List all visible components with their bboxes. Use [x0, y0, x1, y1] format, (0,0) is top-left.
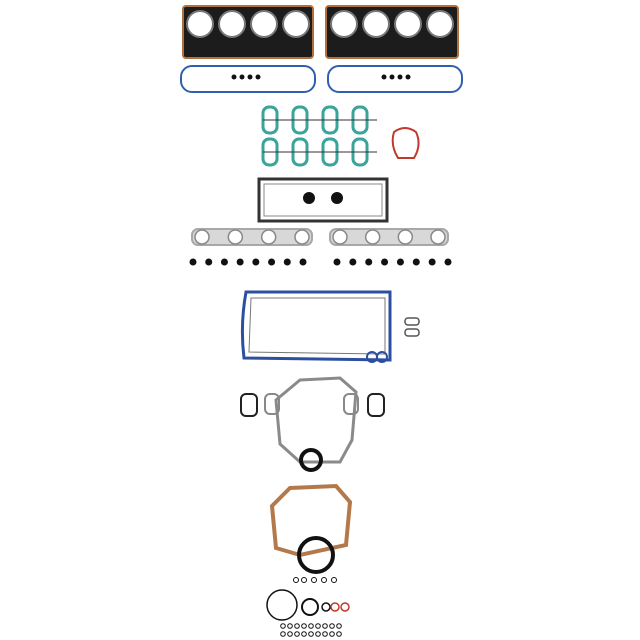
head-gasket-left: [182, 5, 314, 59]
small-o-ring: [315, 623, 321, 629]
small-o-ring: [301, 631, 307, 637]
small-o-ring: [301, 623, 307, 629]
bolt-seal: [268, 258, 276, 266]
o-ring-assortment: [266, 577, 350, 621]
bolt-seal: [396, 258, 404, 266]
rear-main-cover-gasket: [269, 483, 353, 574]
exhaust-gasket: [191, 228, 313, 246]
bolt-seal: [283, 258, 291, 266]
small-o-ring: [329, 631, 335, 637]
exhaust-port: [260, 229, 277, 245]
valley-cover-gasket: [257, 177, 389, 223]
bolt-seal: [220, 258, 228, 266]
throttle-body-seal: [391, 127, 420, 159]
small-o-ring: [280, 623, 286, 629]
small-o-ring: [322, 631, 328, 637]
small-o-ring: [280, 631, 286, 637]
small-o-ring: [322, 623, 328, 629]
exhaust-manifold-gaskets: [191, 228, 449, 246]
bolt-seal: [252, 258, 260, 266]
oil-pan-gasket: [240, 290, 420, 363]
head-gasket-right: [325, 5, 459, 59]
exhaust-port: [332, 229, 348, 245]
small-o-rings: [280, 623, 342, 637]
bolt-seal: [365, 258, 373, 266]
bolt-seal: [412, 258, 420, 266]
bolt-seal: [205, 258, 213, 266]
exhaust-port: [430, 229, 446, 245]
bolt-seal: [444, 258, 452, 266]
bolt-seal: [381, 258, 389, 266]
intake-manifold-gaskets: [261, 105, 377, 167]
small-o-ring: [315, 631, 321, 637]
bolt-seal: [189, 258, 197, 266]
small-o-ring: [308, 623, 314, 629]
bolt-seal: [299, 258, 307, 266]
bolt-seal: [428, 258, 436, 266]
small-o-ring: [336, 631, 342, 637]
valve-cover-gasket-left: [180, 65, 316, 93]
bolt-seals: [189, 258, 452, 266]
bolt-seal: [333, 258, 341, 266]
small-o-ring: [329, 623, 335, 629]
valve-cover-gasket-right: [327, 65, 463, 93]
small-o-ring: [308, 631, 314, 637]
small-o-ring: [294, 623, 300, 629]
small-o-ring: [287, 631, 293, 637]
exhaust-port: [364, 229, 381, 245]
small-o-ring: [294, 631, 300, 637]
bolt-seal: [236, 258, 244, 266]
exhaust-port: [227, 229, 244, 245]
small-o-ring: [336, 623, 342, 629]
exhaust-port: [194, 229, 210, 245]
exhaust-port: [397, 229, 414, 245]
small-o-ring: [287, 623, 293, 629]
bolt-seal: [349, 258, 357, 266]
exhaust-gasket: [329, 228, 449, 246]
timing-cover-gasket: [240, 376, 385, 472]
exhaust-port: [294, 229, 310, 245]
